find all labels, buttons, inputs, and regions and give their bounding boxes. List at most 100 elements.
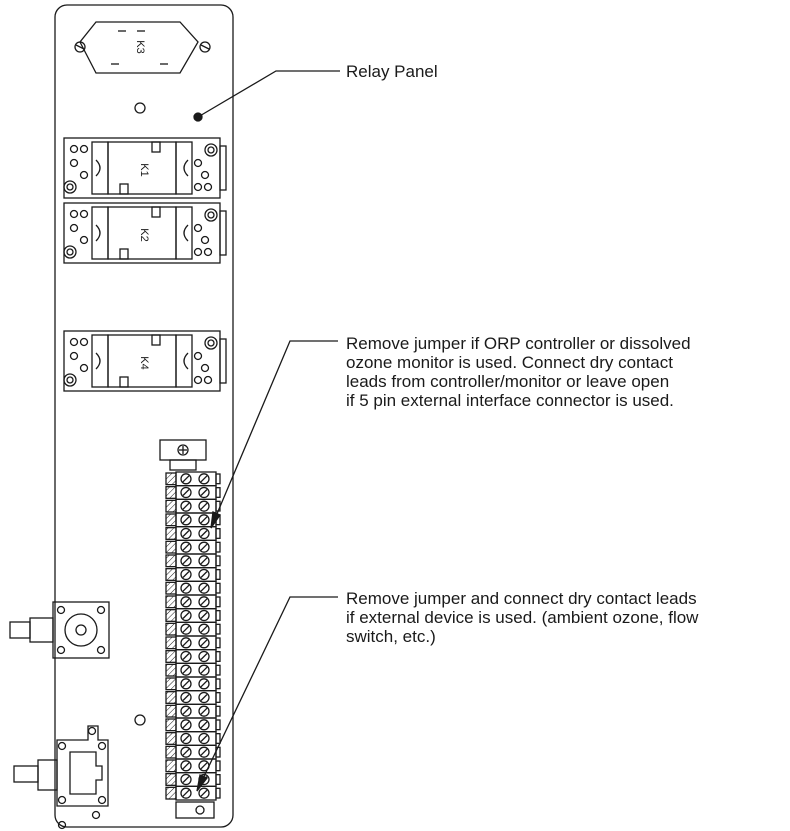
k4-label: K4: [138, 356, 150, 369]
terminal-screw-icon: [180, 527, 192, 540]
terminal-screw-icon: [180, 637, 192, 649]
relay-panel-label: Relay Panel: [346, 62, 438, 81]
terminal: [165, 635, 221, 651]
terminal: [165, 662, 221, 678]
external-jumper-arrowhead: [196, 774, 209, 792]
terminal-screw-icon: [180, 623, 192, 635]
terminal: [165, 526, 221, 541]
terminal-barrier: [165, 540, 177, 554]
terminal: [165, 621, 221, 637]
terminal-end-bracket: [159, 439, 207, 471]
external-jumper-note-line: Remove jumper and connect dry contact le…: [346, 589, 697, 608]
external-jumper-note-line: if external device is used. (ambient ozo…: [346, 608, 699, 627]
terminal: [165, 567, 221, 582]
terminal-screw-icon: [198, 746, 210, 758]
terminal-screw-icon: [180, 773, 192, 786]
terminal-barrier: [165, 581, 177, 595]
relay-k3: K3: [74, 21, 211, 74]
terminal-screw-icon: [180, 664, 192, 676]
terminal-barrier: [165, 499, 177, 513]
terminal-screw-icon: [198, 678, 210, 690]
k3-right-screw-icon: [199, 41, 211, 53]
relay-panel-plate: [54, 4, 234, 828]
terminal-screw-icon: [198, 650, 210, 663]
terminal-screw-icon: [198, 787, 210, 799]
terminal-end-mount: [175, 801, 215, 819]
terminal-screw-icon: [198, 541, 210, 553]
terminal-screw-icon: [198, 596, 210, 608]
relay-k2: K2: [63, 202, 227, 264]
terminal-screw-icon: [198, 527, 210, 540]
terminal: [165, 731, 221, 746]
terminal-barrier: [165, 554, 177, 568]
orp-jumper-note-line: Remove jumper if ORP controller or disso…: [346, 334, 691, 353]
terminal: [165, 608, 221, 623]
terminal-screw-icon: [180, 596, 192, 608]
terminal-barrier: [165, 691, 177, 704]
terminal-screw-icon: [180, 705, 192, 717]
terminal: [165, 539, 221, 555]
terminal-screw-icon: [198, 555, 210, 567]
orp-jumper-callout: Remove jumper if ORP controller or disso…: [346, 334, 786, 410]
terminal-barrier: [165, 513, 177, 527]
terminal-barrier: [165, 663, 177, 677]
terminal-screw-icon: [180, 555, 192, 567]
terminal: [165, 772, 221, 787]
mounting-hole: [134, 714, 146, 726]
terminal-screw-icon: [180, 473, 192, 485]
terminal-barrier: [165, 718, 177, 732]
terminal-screw-icon: [198, 664, 210, 676]
terminal-screw-icon: [198, 609, 210, 622]
terminal-barrier: [165, 622, 177, 636]
side-switch-lower: [13, 725, 109, 830]
k1-label: K1: [138, 163, 150, 176]
terminal-barrier: [165, 759, 177, 773]
terminal-barrier: [165, 636, 177, 650]
terminal-barrier: [165, 486, 177, 499]
terminal: [165, 785, 221, 801]
terminal: [165, 676, 221, 692]
terminal-screw-icon: [180, 541, 192, 553]
orp-jumper-note-line: if 5 pin external interface connector is…: [346, 391, 674, 410]
orp-jumper-note-line: leads from controller/monitor or leave o…: [346, 372, 670, 391]
terminal-barrier: [165, 527, 177, 540]
terminal-screw-icon: [180, 760, 192, 772]
orp-jumper-leader-line: [210, 340, 338, 529]
k3-label: K3: [134, 40, 146, 53]
terminal-barrier: [165, 786, 177, 800]
terminal-screw-icon: [198, 486, 210, 499]
terminal-barrier: [165, 568, 177, 581]
terminal-screw-icon: [180, 746, 192, 758]
terminal-block: [165, 471, 221, 801]
terminal: [165, 594, 221, 610]
relay-panel-leader-line: [197, 70, 340, 118]
terminal-screw-icon: [198, 637, 210, 649]
terminal-screw-icon: [180, 609, 192, 622]
terminal-barrier: [165, 650, 177, 663]
terminal-barrier: [165, 472, 177, 486]
terminal-screw-icon: [198, 473, 210, 485]
terminal-screw-icon: [180, 787, 192, 799]
terminal: [165, 649, 221, 664]
terminal-barrier: [165, 595, 177, 609]
terminal-screw-icon: [180, 719, 192, 731]
terminal-screw-icon: [198, 623, 210, 635]
external-jumper-note-line: switch, etc.): [346, 627, 436, 646]
terminal-screw-icon: [198, 719, 210, 731]
terminal-screw-icon: [180, 568, 192, 581]
mounting-hole: [134, 102, 146, 114]
relay-panel-callout: Relay Panel: [346, 62, 438, 81]
terminal-screw-icon: [180, 732, 192, 745]
terminal-screw-icon: [180, 486, 192, 499]
terminal: [165, 498, 221, 514]
terminal-screw-icon: [198, 582, 210, 594]
terminal: [165, 553, 221, 569]
terminal-barrier: [165, 732, 177, 745]
terminal-screw-icon: [198, 691, 210, 704]
terminal-screw-icon: [198, 500, 210, 512]
relay-k4: K4: [63, 330, 227, 392]
relay-k1: K1: [63, 137, 227, 199]
terminal-screw-icon: [180, 582, 192, 594]
terminal-barrier: [165, 704, 177, 718]
